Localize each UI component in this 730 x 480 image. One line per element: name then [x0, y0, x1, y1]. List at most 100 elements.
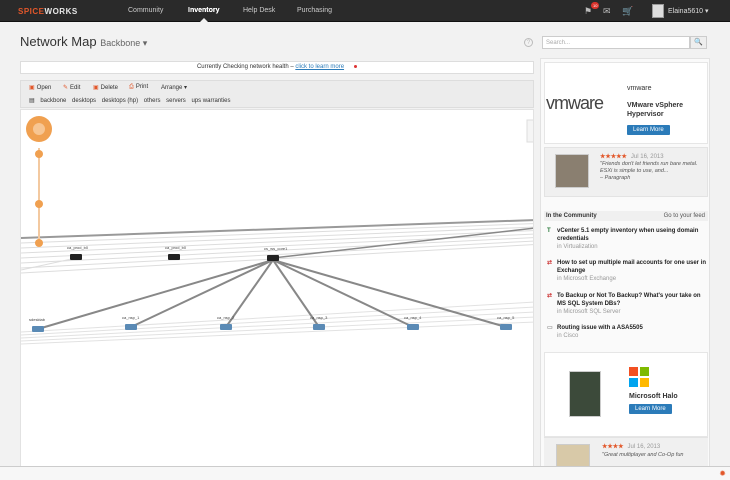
rating-stars: ★★★★Jul 16, 2013	[602, 444, 661, 450]
backbone-line	[21, 311, 533, 339]
review-thumbnail	[555, 154, 589, 188]
backbone-line	[21, 321, 533, 345]
workstation-icon[interactable]	[313, 324, 325, 330]
tag-ups-warranties[interactable]: ups warranties	[191, 98, 231, 104]
search-button[interactable]: 🔍	[690, 36, 707, 49]
zoom-slider-handle[interactable]	[35, 239, 43, 247]
cart-icon[interactable]: 🛒	[622, 6, 634, 16]
edit-icon: ✎	[63, 85, 69, 91]
link-line	[37, 259, 274, 330]
learn-more-button[interactable]: Learn More	[627, 125, 670, 135]
tag-icon: ▤	[29, 98, 35, 104]
edit-button[interactable]: ✎Edit	[63, 85, 81, 91]
delete-button[interactable]: ▣Delete	[93, 85, 119, 91]
nav-purchasing[interactable]: Purchasing	[297, 7, 333, 14]
nav-inventory[interactable]: Inventory	[188, 7, 220, 14]
map-toolbar: ▣Open ✎Edit ▣Delete ⎙Print Arrange ▾ ▤ b…	[20, 80, 534, 108]
top-nav-bar: SPICEWORKS Community Inventory Inventory…	[0, 0, 730, 22]
tag-others[interactable]: others	[143, 98, 161, 104]
notifications-icon[interactable]: ⚑	[584, 6, 593, 16]
workstation-icon[interactable]	[220, 324, 232, 330]
page-title: Network Map Backbone ▾	[20, 34, 147, 49]
active-nav-caret	[200, 18, 208, 22]
page-title-text: Network Map	[20, 34, 97, 49]
link-line	[272, 259, 320, 328]
tag-backbone[interactable]: backbone	[40, 98, 67, 104]
learn-more-link[interactable]: click to learn more	[295, 64, 345, 70]
open-icon: ▣	[29, 85, 35, 91]
backbone-line	[21, 257, 77, 271]
zoom-slider-handle[interactable]	[35, 150, 43, 158]
switch-icon[interactable]	[168, 254, 180, 260]
print-button[interactable]: ⎙Print	[129, 84, 149, 90]
user-menu[interactable]: Elaina5610 ▾	[668, 8, 709, 15]
collapse-panel-toggle[interactable]	[526, 119, 534, 143]
workstation-icon[interactable]	[407, 324, 419, 330]
health-banner: Currently Checking network health – clic…	[20, 61, 534, 74]
ad-title: VMware vSphere Hypervisor	[627, 102, 684, 118]
workstation-icon[interactable]	[500, 324, 512, 330]
search-input[interactable]: Search...	[542, 36, 690, 49]
mail-icon[interactable]: ✉	[603, 6, 611, 16]
link-line	[130, 259, 274, 328]
link-line	[272, 259, 507, 328]
open-button[interactable]: ▣Open	[29, 85, 52, 91]
backbone-line	[21, 226, 533, 249]
review-thumbnail	[556, 444, 590, 470]
link-line	[272, 227, 533, 259]
community-item[interactable]: ⇄To Backup or Not To Backup? What's your…	[547, 293, 701, 315]
link-line	[225, 259, 274, 328]
node-label: sdesktab	[29, 317, 46, 322]
tag-list: ▤ backbone desktops desktops (hp) others…	[29, 97, 235, 104]
workstation-icon[interactable]	[32, 326, 44, 332]
go-to-feed-link[interactable]: Go to your feed	[663, 213, 705, 219]
backbone-line	[21, 223, 533, 244]
backbone-line	[21, 219, 533, 239]
backbone-line	[21, 301, 533, 333]
pan-control-center	[33, 123, 45, 135]
backbone-line	[21, 240, 533, 269]
sidebar: vmware vmware VMware vSphere Hypervisor …	[540, 58, 710, 470]
spiceworks-logo[interactable]: SPICEWORKS	[18, 7, 78, 16]
arrange-menu[interactable]: Arrange ▾	[161, 85, 188, 91]
backbone-line	[21, 230, 533, 254]
learn-more-button[interactable]: Learn More	[629, 404, 672, 414]
link-line	[272, 259, 414, 328]
notification-badge: 10	[591, 2, 600, 9]
ad-title: Microsoft Halo	[629, 393, 678, 400]
workstation-icon[interactable]	[125, 324, 137, 330]
tag-desktops[interactable]: desktops	[72, 98, 97, 104]
vmware-ad[interactable]: vmware vmware VMware vSphere Hypervisor …	[544, 62, 708, 144]
review-card: ★★★★★Jul 16, 2013 "Friends don't let fri…	[544, 147, 708, 197]
nav-help-desk[interactable]: Help Desk	[243, 7, 276, 14]
avatar[interactable]	[652, 4, 664, 18]
switch-icon[interactable]	[70, 254, 82, 260]
node-label: ca_nsp_5	[497, 315, 515, 320]
microsoft-logo	[629, 367, 649, 387]
community-item[interactable]: ⇄How to set up multiple mail accounts fo…	[547, 260, 707, 282]
halo-ad[interactable]: Microsoft Halo Learn More	[544, 352, 708, 437]
switch-icon[interactable]	[267, 255, 279, 261]
node-label: ca_nsp_2	[217, 315, 235, 320]
zoom-slider-handle[interactable]	[35, 200, 43, 208]
help-icon[interactable]: ?	[524, 38, 533, 47]
tag-servers[interactable]: servers	[166, 98, 186, 104]
vmware-small-logo: vmware	[627, 85, 652, 92]
nav-community[interactable]: Community	[128, 7, 164, 14]
review-text: "Friends don't let friends run bare meta…	[600, 161, 698, 181]
topic-icon: ⇄	[547, 293, 553, 299]
tag-desktops-hp[interactable]: desktops (hp)	[101, 98, 139, 104]
delete-icon: ▣	[93, 85, 99, 91]
node-label: ca_nsp_4	[404, 315, 422, 320]
node-label: ca_nsp_1	[122, 315, 140, 320]
backbone-line	[21, 316, 533, 342]
map-selector[interactable]: Backbone ▾	[100, 38, 148, 48]
spiceworks-icon[interactable]: ✹	[719, 469, 726, 478]
topic-icon: ⇄	[547, 260, 553, 266]
backbone-line	[21, 237, 533, 264]
